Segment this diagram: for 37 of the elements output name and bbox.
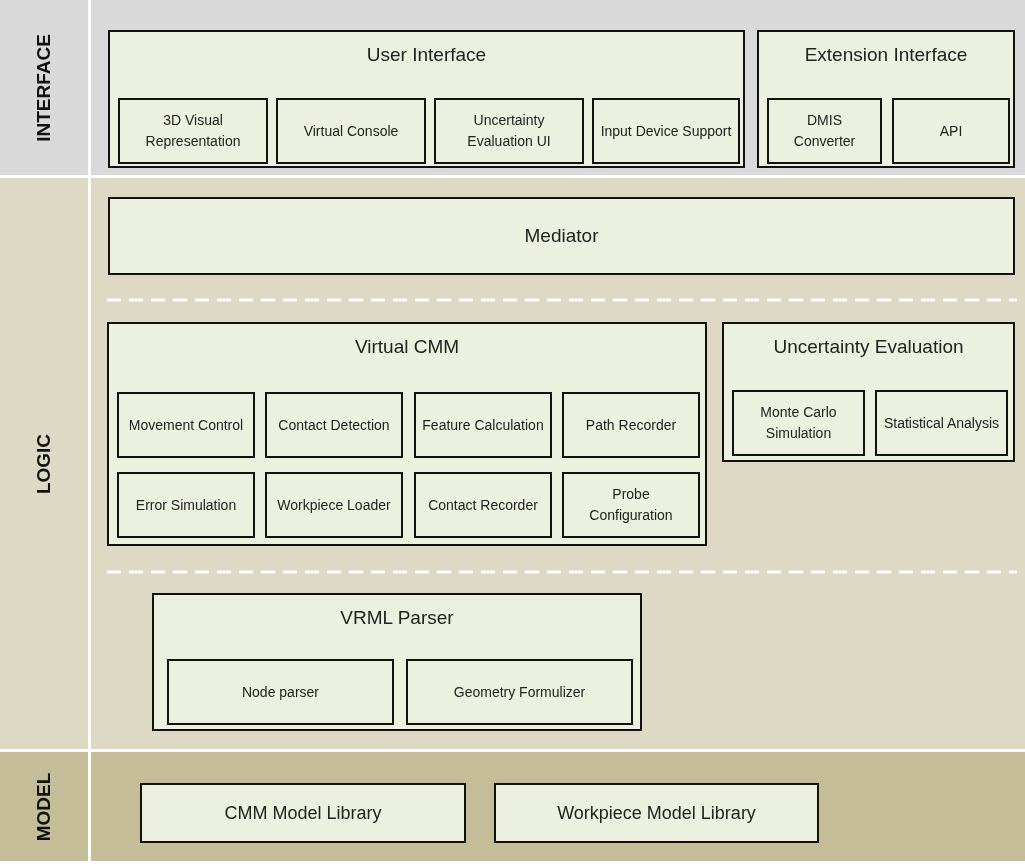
layer-band bbox=[0, 178, 1025, 752]
component-box: Error Simulation bbox=[117, 472, 255, 538]
component-box: Monte Carlo Simulation bbox=[732, 390, 865, 456]
component-box: Movement Control bbox=[117, 392, 255, 458]
layer-band bbox=[0, 752, 1025, 864]
group-title: Uncertainty Evaluation bbox=[772, 336, 965, 358]
component-group-box bbox=[722, 322, 1015, 462]
component-group-box bbox=[757, 30, 1015, 168]
component-box: Geometry Formulizer bbox=[406, 659, 633, 725]
component-box: Uncertainty Evaluation UI bbox=[434, 98, 584, 164]
component-box: Input Device Support bbox=[592, 98, 740, 164]
component-group-box bbox=[152, 593, 642, 731]
component-box: Workpiece Model Library bbox=[494, 783, 819, 843]
layer-label: LOGIC bbox=[33, 433, 55, 494]
group-title: VRML Parser bbox=[339, 607, 455, 629]
component-box: Mediator bbox=[108, 197, 1015, 275]
component-box: Probe Configuration bbox=[562, 472, 700, 538]
component-box: 3D Visual Representation bbox=[118, 98, 268, 164]
component-box: Contact Detection bbox=[265, 392, 403, 458]
component-box: Node parser bbox=[167, 659, 394, 725]
component-box: Virtual Console bbox=[276, 98, 426, 164]
component-box: API bbox=[892, 98, 1010, 164]
component-box: Feature Calculation bbox=[414, 392, 552, 458]
component-group-box bbox=[108, 30, 745, 168]
component-box: Contact Recorder bbox=[414, 472, 552, 538]
group-title: Extension Interface bbox=[803, 44, 969, 66]
component-box: Path Recorder bbox=[562, 392, 700, 458]
layer-band bbox=[0, 0, 1025, 178]
component-group-box bbox=[107, 322, 707, 546]
group-title: Virtual CMM bbox=[353, 336, 461, 358]
layer-label: INTERFACE bbox=[33, 33, 55, 142]
group-title: User Interface bbox=[365, 44, 488, 66]
layer-label: MODEL bbox=[33, 772, 55, 841]
component-box: Statistical Analysis bbox=[875, 390, 1008, 456]
component-box: CMM Model Library bbox=[140, 783, 466, 843]
component-box: Workpiece Loader bbox=[265, 472, 403, 538]
component-box: DMIS Converter bbox=[767, 98, 882, 164]
